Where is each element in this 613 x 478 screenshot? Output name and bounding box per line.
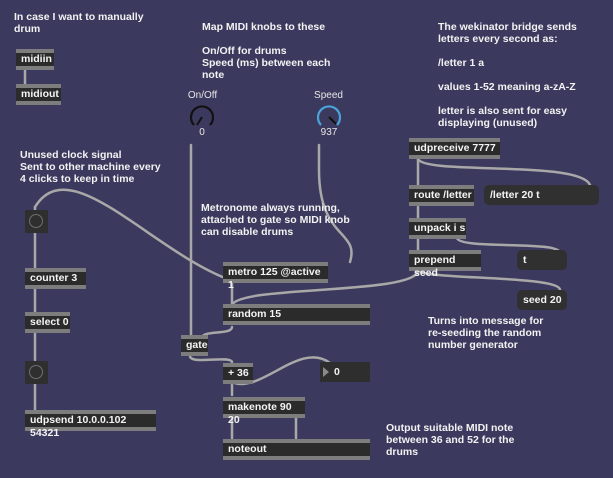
comment-reseed: Turns into message for re-seeding the ra… [428,315,544,351]
object-metro[interactable]: metro 125 @active 1 [223,262,328,291]
object-unpack[interactable]: unpack i s [409,218,466,239]
dial-speed-label: Speed [314,90,343,101]
message-letter[interactable]: /letter 20 t [484,185,599,205]
comment-map-knobs: Map MIDI knobs to these On/Off for drums… [202,21,331,81]
object-udpsend[interactable]: udpsend 10.0.0.102 54321 [25,410,156,439]
dial-onoff[interactable] [187,102,217,128]
bang-button-bottom[interactable] [25,361,48,384]
object-midiout[interactable]: midiout [16,84,61,105]
object-gate[interactable]: gate [181,335,208,356]
comment-wekinator: The wekinator bridge sends letters every… [438,21,577,129]
object-midiin[interactable]: midiin [16,49,54,70]
object-makenote[interactable]: makenote 90 20 [223,397,305,426]
dial-onoff-label: On/Off [187,90,218,101]
comment-manual-drum: In case I want to manually drum [14,11,144,35]
dial-onoff-value: 0 [199,127,205,138]
dial-speed-value: 937 [320,127,338,138]
object-route[interactable]: route /letter [409,185,474,206]
message-t[interactable]: t [517,250,567,270]
object-udpreceive[interactable]: udpreceive 7777 [409,138,500,159]
object-select[interactable]: select 0 [25,312,70,333]
cord-udpreceive-letter [416,157,592,187]
object-prepend[interactable]: prepend seed [409,250,481,279]
number-box[interactable]: 0 [320,362,370,382]
comment-metronome: Metronome always running, attached to ga… [201,202,350,238]
bang-ring-icon [29,214,43,228]
object-plus[interactable]: + 36 [223,363,253,384]
bang-button-top[interactable] [25,210,48,233]
comment-clock: Unused clock signal Sent to other machin… [20,149,161,185]
object-counter[interactable]: counter 3 [25,268,86,289]
object-noteout[interactable]: noteout [223,439,370,460]
dial-speed[interactable] [314,102,344,128]
message-seed[interactable]: seed 20 [517,290,567,310]
cord-gate-plus [188,354,234,364]
number-box-value: 0 [334,366,340,378]
triangle-icon [323,367,329,377]
bang-ring-icon [29,365,43,379]
comment-output: Output suitable MIDI note between 36 and… [386,422,515,458]
cord-prepend-seed [416,268,562,292]
object-random[interactable]: random 15 [223,304,370,325]
